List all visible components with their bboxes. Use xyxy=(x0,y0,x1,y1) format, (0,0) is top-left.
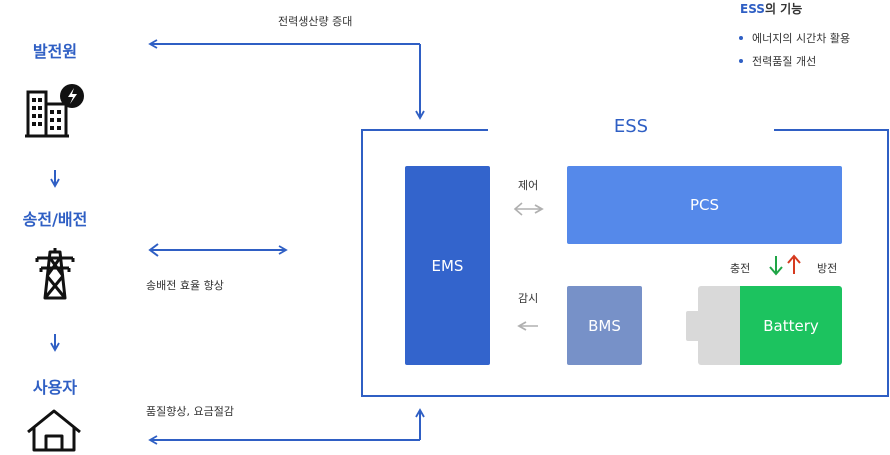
ems-label: EMS xyxy=(431,256,464,275)
battery-terminal xyxy=(686,311,700,341)
house-icon xyxy=(27,409,81,452)
pcs-box: PCS xyxy=(567,166,842,244)
legend-item: 에너지의 시간차 활용 xyxy=(738,32,851,45)
flow-label-middle: 송배전 효율 향상 xyxy=(146,279,224,292)
pcs-label: PCS xyxy=(689,196,720,214)
legend-item: 전력품질 개선 xyxy=(738,55,817,68)
transmission-tower-icon xyxy=(35,248,75,300)
control-label: 제어 xyxy=(518,179,539,192)
flow-label-top: 전력생산량 증대 xyxy=(278,15,353,28)
legend-title-rest: 의 기능 xyxy=(764,2,803,16)
ems-box: EMS xyxy=(405,166,490,365)
discharge-label: 방전 xyxy=(817,262,838,275)
stage-label-user: 사용자 xyxy=(32,378,78,397)
monitor-label: 감시 xyxy=(518,292,539,305)
bms-label: BMS xyxy=(588,316,621,335)
ess-title: ESS xyxy=(488,116,774,137)
battery-body xyxy=(698,286,740,365)
legend-title: ESS의 기능 xyxy=(740,0,802,17)
bms-box: BMS xyxy=(567,286,642,365)
battery-box: Battery xyxy=(740,286,842,365)
power-plant-icon xyxy=(25,84,84,138)
flow-label-bottom: 품질향상, 요금절감 xyxy=(146,405,234,418)
ess-frame xyxy=(361,129,889,397)
legend-title-accent: ESS xyxy=(740,2,765,16)
charge-label: 충전 xyxy=(730,262,751,275)
stage-label-grid: 송전/배전 xyxy=(22,210,88,229)
battery-label: Battery xyxy=(763,316,819,335)
stage-label-plant: 발전원 xyxy=(32,42,78,61)
